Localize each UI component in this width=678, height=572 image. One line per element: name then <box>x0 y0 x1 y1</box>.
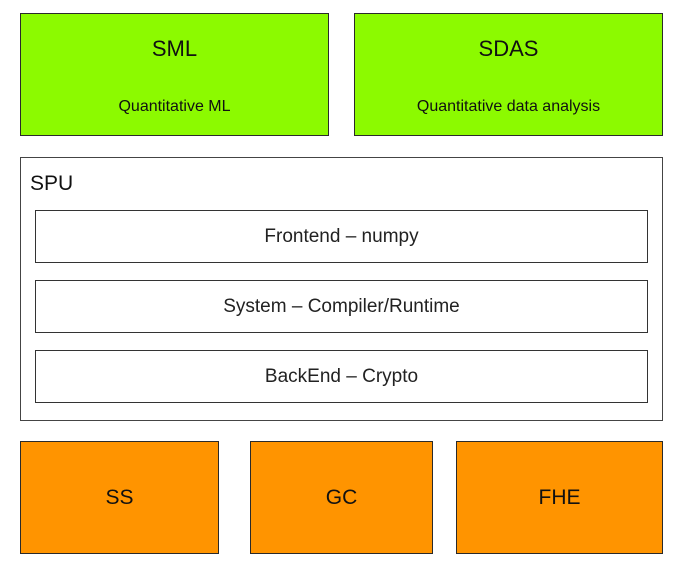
system-layer: System – Compiler/Runtime <box>35 280 648 333</box>
fhe-label: FHE <box>538 485 581 509</box>
ss-label: SS <box>105 485 134 509</box>
gc-label: GC <box>325 485 358 509</box>
sdas-subtitle: Quantitative data analysis <box>416 98 601 115</box>
sml-subtitle: Quantitative ML <box>118 98 231 115</box>
backend-layer: BackEnd – Crypto <box>35 350 648 403</box>
ss-box: SS <box>20 441 219 554</box>
spu-container: SPU Frontend – numpy System – Compiler/R… <box>20 157 663 421</box>
gc-box: GC <box>250 441 433 554</box>
frontend-layer: Frontend – numpy <box>35 210 648 263</box>
sdas-title: SDAS <box>478 36 539 61</box>
sdas-box: SDAS Quantitative data analysis <box>354 13 663 136</box>
fhe-box: FHE <box>456 441 663 554</box>
sml-box: SML Quantitative ML <box>20 13 329 136</box>
sml-title: SML <box>151 36 198 61</box>
spu-label: SPU <box>30 172 74 195</box>
